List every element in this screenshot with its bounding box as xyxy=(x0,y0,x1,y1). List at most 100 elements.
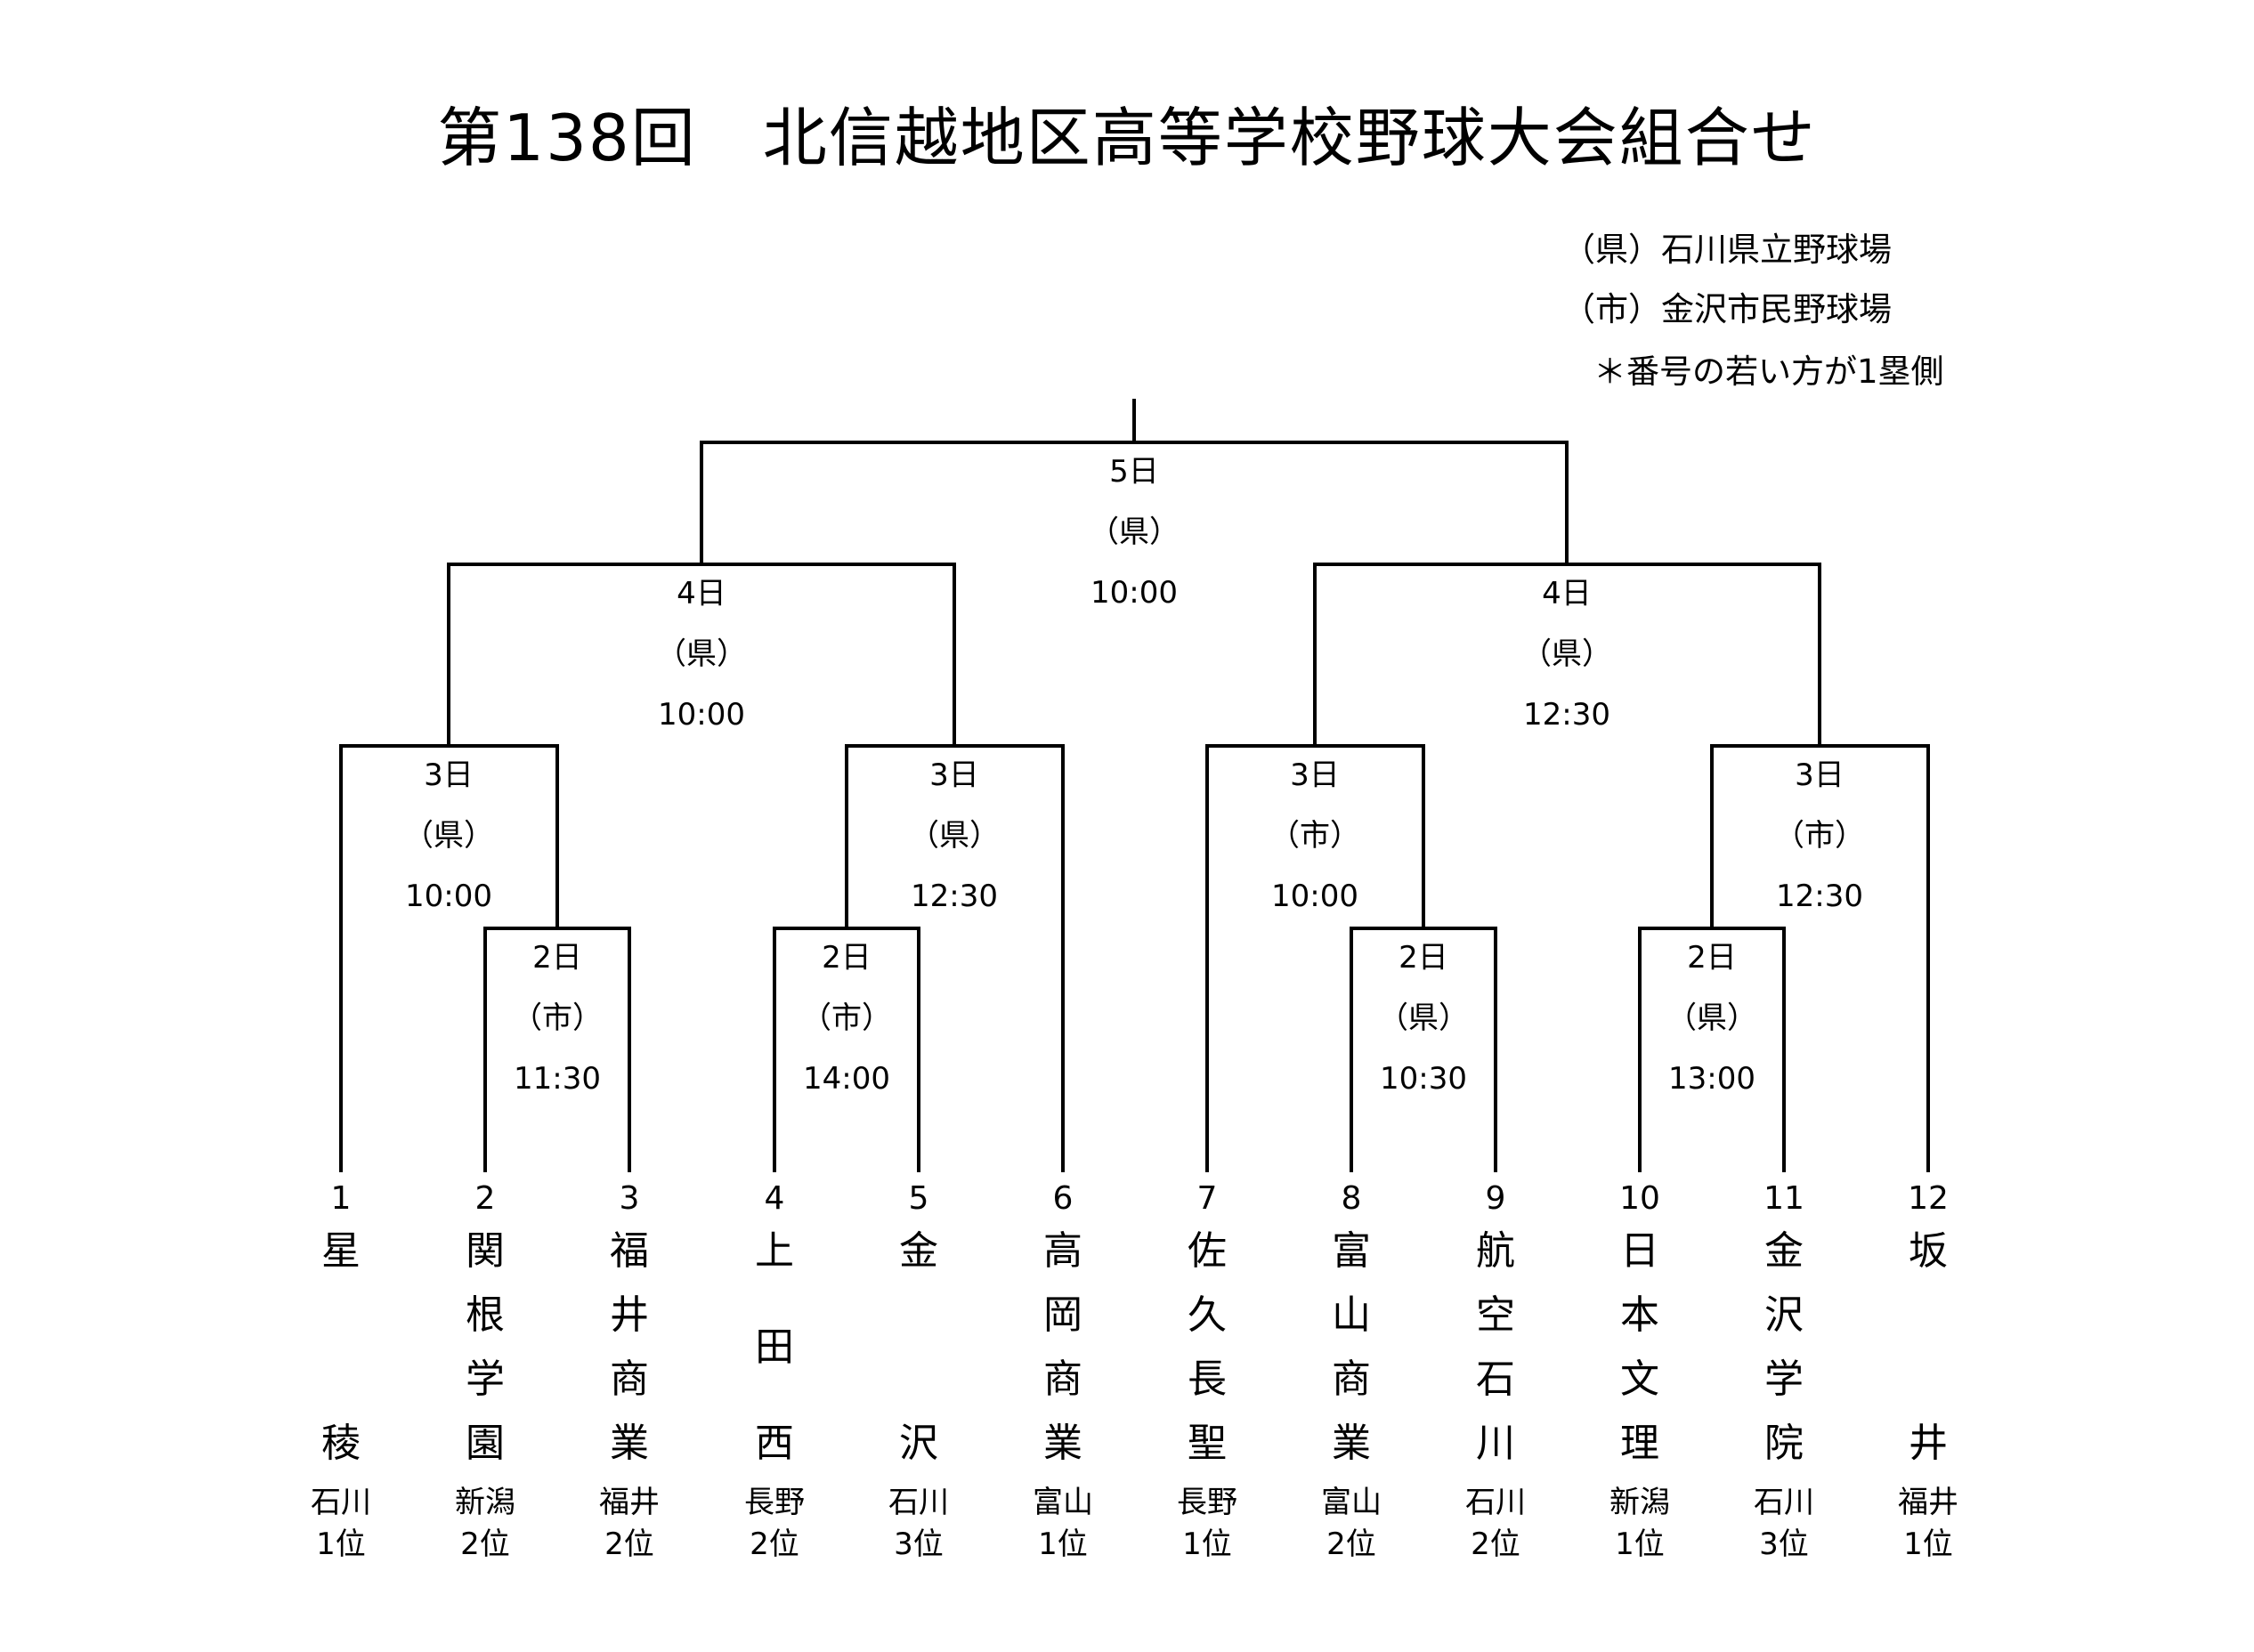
match-venue: （県） xyxy=(1521,636,1612,672)
team-name-char: 本 xyxy=(1620,1292,1659,1338)
match-time: 14:00 xyxy=(803,1061,890,1097)
team-seed-rank: 3位 xyxy=(894,1526,944,1562)
team-seed-rank: 2位 xyxy=(460,1526,510,1562)
team-name-char: 業 xyxy=(610,1421,649,1466)
team-number: 8 xyxy=(1341,1180,1362,1217)
team-name-char: 金 xyxy=(899,1228,938,1274)
match-venue: （県） xyxy=(909,818,1000,854)
team-prefecture: 石川 xyxy=(1465,1485,1526,1520)
legend-venue-prefectural: （県）石川県立野球場 xyxy=(1562,231,1892,269)
team-name-char: 富 xyxy=(1332,1228,1371,1274)
team-name-char: 商 xyxy=(1332,1356,1371,1402)
team-name-char: 川 xyxy=(1476,1421,1515,1466)
team-prefecture: 福井 xyxy=(1898,1485,1958,1520)
match-day: 2日 xyxy=(532,940,582,976)
match-venue: （県） xyxy=(656,636,747,672)
match-day: 3日 xyxy=(1795,757,1845,793)
team-prefecture: 石川 xyxy=(311,1485,371,1520)
team-number: 12 xyxy=(1908,1180,1949,1217)
team-name-char: 久 xyxy=(1188,1292,1227,1338)
match-time: 10:00 xyxy=(658,697,745,733)
team-name-char: 商 xyxy=(610,1356,649,1402)
page-title: 第138回 北信越地区高等学校野球大会組合せ xyxy=(437,101,1817,175)
team-name-char: 業 xyxy=(1332,1421,1371,1466)
team-seed-rank: 1位 xyxy=(1182,1526,1232,1562)
match-time: 13:00 xyxy=(1668,1061,1755,1097)
team-prefecture: 長野 xyxy=(744,1485,805,1520)
team-name-char: 理 xyxy=(1620,1421,1659,1466)
team-name-char: 学 xyxy=(1764,1356,1804,1402)
team-prefecture: 富山 xyxy=(1321,1485,1382,1520)
match-day: 3日 xyxy=(1290,757,1340,793)
team-seed-rank: 1位 xyxy=(316,1526,366,1562)
team-number: 5 xyxy=(908,1180,929,1217)
match-day: 2日 xyxy=(822,940,872,976)
team-name-char: 航 xyxy=(1476,1228,1515,1274)
team-name-char: 星 xyxy=(321,1228,361,1274)
match-day: 3日 xyxy=(929,757,979,793)
match-venue: （県） xyxy=(1089,514,1180,550)
match-time: 11:30 xyxy=(514,1061,601,1097)
team-name-char: 根 xyxy=(466,1292,505,1338)
team-name-char: 聖 xyxy=(1188,1421,1227,1466)
team-name-char: 井 xyxy=(610,1292,649,1338)
team-number: 10 xyxy=(1619,1180,1660,1217)
team-name-char: 空 xyxy=(1476,1292,1515,1338)
team-prefecture: 石川 xyxy=(1754,1485,1814,1520)
team-name-char: 長 xyxy=(1188,1356,1227,1402)
match-venue: （市） xyxy=(1774,818,1865,854)
match-day: 2日 xyxy=(1687,940,1737,976)
team-name-char: 業 xyxy=(1043,1421,1082,1466)
team-prefecture: 富山 xyxy=(1033,1485,1093,1520)
team-name-char: 学 xyxy=(466,1356,505,1402)
match-venue: （市） xyxy=(801,1000,892,1036)
legend-first-base-note: ＊番号の若い方が1塁側 xyxy=(1593,352,1944,391)
match-day: 5日 xyxy=(1109,454,1159,490)
team-name-char: 岡 xyxy=(1043,1292,1082,1338)
match-time: 12:30 xyxy=(1523,697,1610,733)
team-name-char: 文 xyxy=(1620,1356,1659,1402)
match-venue: （市） xyxy=(512,1000,603,1036)
team-name-char: 田 xyxy=(755,1324,794,1370)
team-name-char: 井 xyxy=(1909,1421,1948,1466)
team-seed-rank: 3位 xyxy=(1759,1526,1809,1562)
team-seed-rank: 2位 xyxy=(1326,1526,1376,1562)
team-seed-rank: 2位 xyxy=(604,1526,654,1562)
team-seed-rank: 2位 xyxy=(750,1526,799,1562)
team-name-char: 園 xyxy=(466,1421,505,1466)
team-name-char: 金 xyxy=(1764,1228,1804,1274)
team-name-char: 商 xyxy=(1043,1356,1082,1402)
match-venue: （県） xyxy=(1666,1000,1757,1036)
team-seed-rank: 1位 xyxy=(1038,1526,1088,1562)
team-name-char: 沢 xyxy=(899,1421,938,1466)
match-time: 10:30 xyxy=(1380,1061,1467,1097)
team-number: 7 xyxy=(1196,1180,1218,1217)
team-name-char: 院 xyxy=(1764,1421,1804,1466)
match-time: 10:00 xyxy=(405,879,492,914)
legend-venue-city: （市）金沢市民野球場 xyxy=(1562,290,1892,328)
match-day: 4日 xyxy=(677,576,726,611)
team-prefecture: 福井 xyxy=(599,1485,660,1520)
team-prefecture: 長野 xyxy=(1177,1485,1237,1520)
match-day: 4日 xyxy=(1542,576,1592,611)
team-seed-rank: 2位 xyxy=(1471,1526,1520,1562)
team-name-char: 福 xyxy=(610,1228,649,1274)
team-number: 11 xyxy=(1763,1180,1804,1217)
match-day: 3日 xyxy=(424,757,474,793)
match-venue: （県） xyxy=(1378,1000,1469,1036)
team-name-char: 山 xyxy=(1332,1292,1371,1338)
team-prefecture: 石川 xyxy=(888,1485,949,1520)
team-number: 4 xyxy=(764,1180,785,1217)
team-name-char: 高 xyxy=(1043,1228,1082,1274)
team-name-char: 坂 xyxy=(1909,1228,1948,1274)
team-name-char: 稜 xyxy=(321,1421,361,1466)
match-venue: （市） xyxy=(1269,818,1360,854)
match-time: 12:30 xyxy=(911,879,998,914)
team-number: 2 xyxy=(474,1180,496,1217)
team-name-char: 石 xyxy=(1476,1356,1515,1402)
match-time: 12:30 xyxy=(1776,879,1863,914)
match-time: 10:00 xyxy=(1271,879,1358,914)
team-name-char: 関 xyxy=(466,1228,505,1274)
